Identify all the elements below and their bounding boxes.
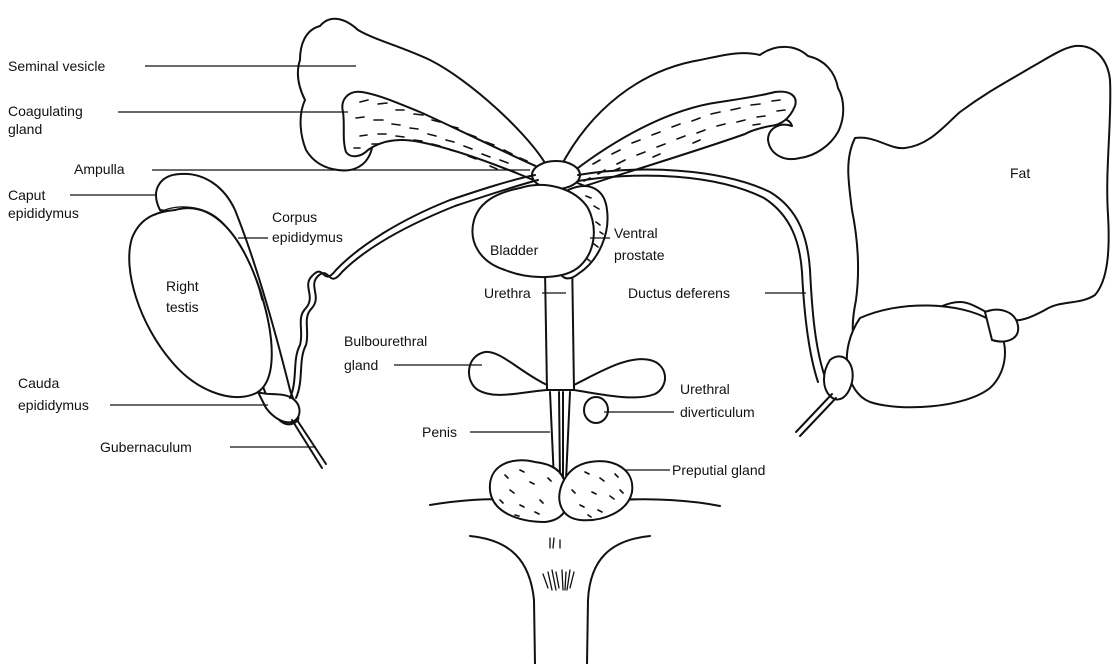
label-caput-epididymus-2: epididymus (8, 205, 79, 221)
label-ventral-prostate-2: prostate (614, 247, 665, 263)
body-outline (430, 499, 720, 664)
label-urethra: Urethra (484, 285, 531, 301)
label-penis: Penis (422, 424, 457, 440)
label-right-testis-2: testis (166, 299, 199, 315)
bulbourethral-gland-right (574, 359, 665, 397)
label-caput-epididymus: Caput (8, 187, 45, 203)
label-right-testis: Right (166, 278, 199, 294)
label-cauda-epididymus: Cauda (18, 375, 59, 391)
label-bulbourethral-gland-2: gland (344, 357, 378, 373)
fat-pad (848, 46, 1110, 352)
label-bladder: Bladder (490, 242, 539, 258)
right-gubernaculum (796, 394, 836, 436)
ductus-deferens-right (578, 170, 826, 380)
label-ductus-deferens: Ductus deferens (628, 285, 730, 301)
seminal-vesicle-left (298, 19, 548, 171)
label-urethral-diverticulum-2: diverticulum (680, 404, 755, 420)
right-testis (129, 208, 272, 397)
label-ampulla: Ampulla (74, 161, 125, 177)
label-urethral-diverticulum: Urethral (680, 381, 730, 397)
ductus-deferens-right-inner (578, 176, 818, 382)
label-corpus-epididymus-2: epididymus (272, 229, 343, 245)
bladder (472, 185, 593, 277)
label-coagulating-gland: Coagulating (8, 103, 83, 119)
label-corpus-epididymus: Corpus (272, 209, 317, 225)
label-gubernaculum: Gubernaculum (100, 439, 192, 455)
right-side-testis (847, 305, 1005, 407)
gubernaculum (292, 420, 326, 468)
label-ventral-prostate: Ventral (614, 225, 658, 241)
perineal-marks (543, 538, 574, 590)
bulbourethral-gland (469, 352, 547, 395)
label-seminal-vesicle: Seminal vesicle (8, 58, 105, 74)
right-side-cauda (824, 356, 853, 399)
preputial-gland-left (490, 460, 568, 522)
label-fat: Fat (1010, 165, 1030, 181)
label-cauda-epididymus-2: epididymus (18, 397, 89, 413)
label-bulbourethral-gland: Bulbourethral (344, 333, 427, 349)
label-preputial-gland: Preputial gland (672, 462, 765, 478)
label-coagulating-gland-2: gland (8, 121, 42, 137)
urethral-diverticulum (584, 397, 608, 423)
